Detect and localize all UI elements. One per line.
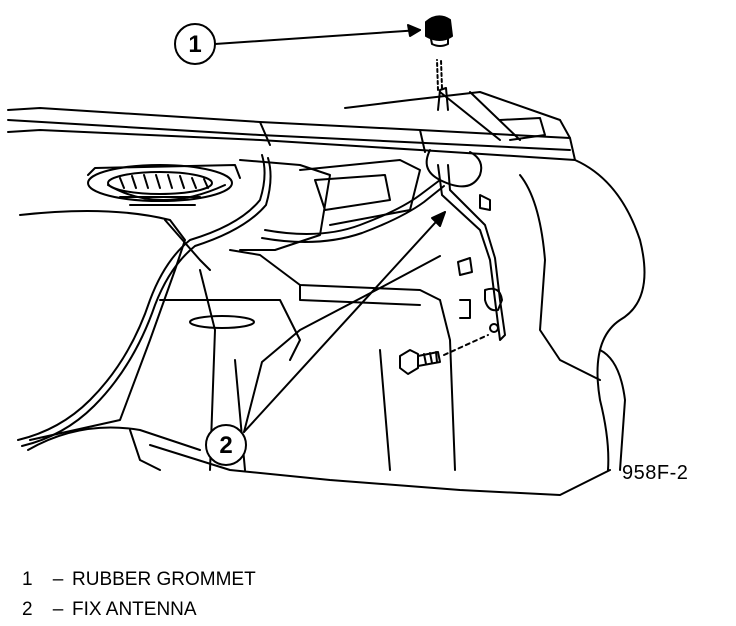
legend-item: 2–FIX ANTENNA — [22, 595, 256, 625]
legend-dash: – — [52, 599, 64, 620]
package-shelf — [7, 91, 576, 161]
legend-dash: – — [52, 569, 64, 590]
antenna-bracket — [425, 59, 506, 341]
legend-item: 1–RUBBER GROMMET — [22, 565, 256, 595]
speaker — [87, 164, 241, 206]
legend-number: 1 — [22, 569, 33, 590]
callout-2 — [205, 424, 247, 466]
legend: 1–RUBBER GROMMET 2–FIX ANTENNA — [22, 565, 256, 625]
callout-2-number: 2 — [219, 432, 232, 459]
legend-label: RUBBER GROMMET — [72, 569, 256, 590]
legend-label: FIX ANTENNA — [72, 599, 197, 620]
antenna-installation-diagram: 1 2 — [7, 15, 646, 496]
trunk-interior — [19, 159, 611, 496]
legend-number: 2 — [22, 599, 33, 620]
callout-leaders — [214, 24, 446, 433]
quarter-panel — [519, 159, 646, 471]
callout-1-number: 1 — [188, 31, 201, 58]
callout-1 — [174, 23, 216, 65]
wiring-harness — [17, 154, 445, 447]
rubber-grommet — [425, 15, 453, 47]
figure-code: 958F-2 — [622, 462, 689, 484]
mounting-bolt — [399, 334, 489, 375]
